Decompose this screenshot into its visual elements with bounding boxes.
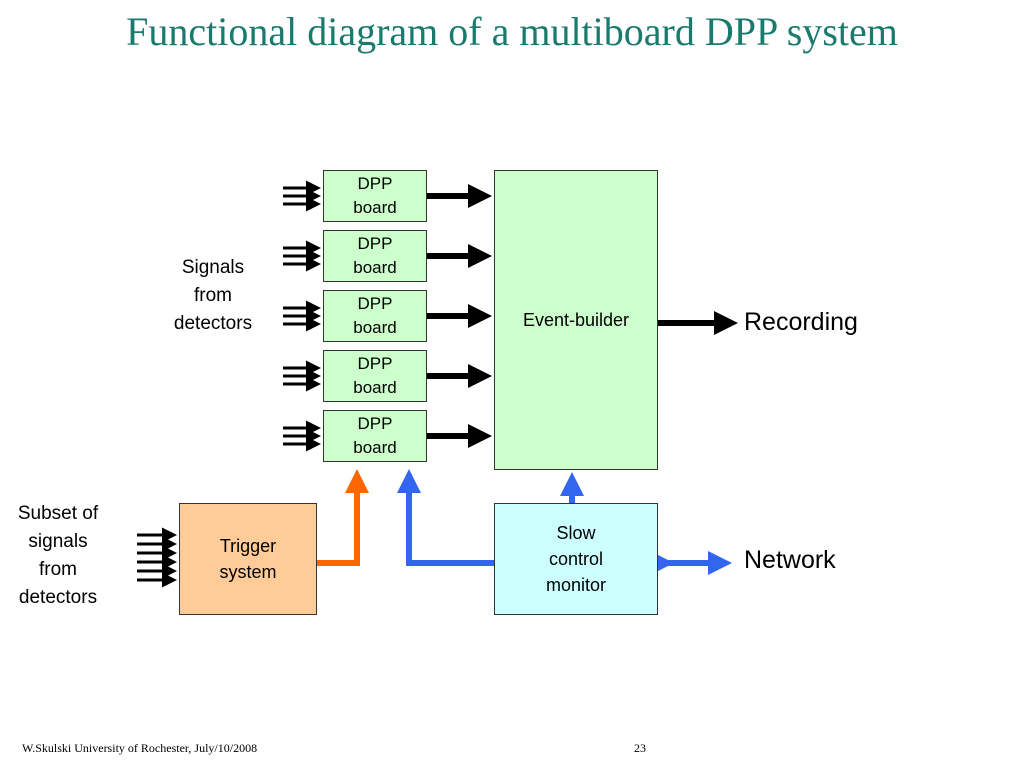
slow-control-box: Slow control monitor — [494, 503, 658, 615]
dpp-board-1: DPP board — [323, 170, 427, 222]
footer-author: W.Skulski University of Rochester, July/… — [22, 741, 257, 756]
slow-control-label: Slow control monitor — [545, 523, 607, 595]
trigger-system-label: Trigger system — [219, 536, 277, 582]
event-builder-box: Event-builder — [494, 170, 658, 470]
dpp-board-4: DPP board — [323, 350, 427, 402]
subset-signals-label: Subset of signals from detectors — [17, 503, 99, 608]
dpp-board-5: DPP board — [323, 410, 427, 462]
dpp-board-label: DPP board — [353, 234, 397, 277]
trigger-system-box: Trigger system — [179, 503, 317, 615]
recording-label: Recording — [744, 308, 858, 336]
event-builder-label: Event-builder — [522, 310, 630, 330]
dpp-board-label: DPP board — [353, 354, 397, 397]
dpp-board-label: DPP board — [353, 174, 397, 217]
signals-label: Signals from detectors — [173, 257, 253, 334]
footer-page-number: 23 — [634, 741, 646, 755]
slide-title: Functional diagram of a multiboard DPP s… — [126, 9, 898, 54]
trigger-line — [317, 469, 369, 566]
footer-place-text: Rochester, July/10/2008 — [140, 741, 258, 755]
network-label: Network — [744, 546, 836, 574]
dpp-board-2: DPP board — [323, 230, 427, 282]
dpp-board-label: DPP board — [353, 414, 397, 457]
control-line-to-dpp — [397, 469, 494, 566]
dpp-board-3: DPP board — [323, 290, 427, 342]
footer-author-text: W.Skulski University of — [22, 741, 138, 755]
dpp-board-label: DPP board — [353, 294, 397, 337]
